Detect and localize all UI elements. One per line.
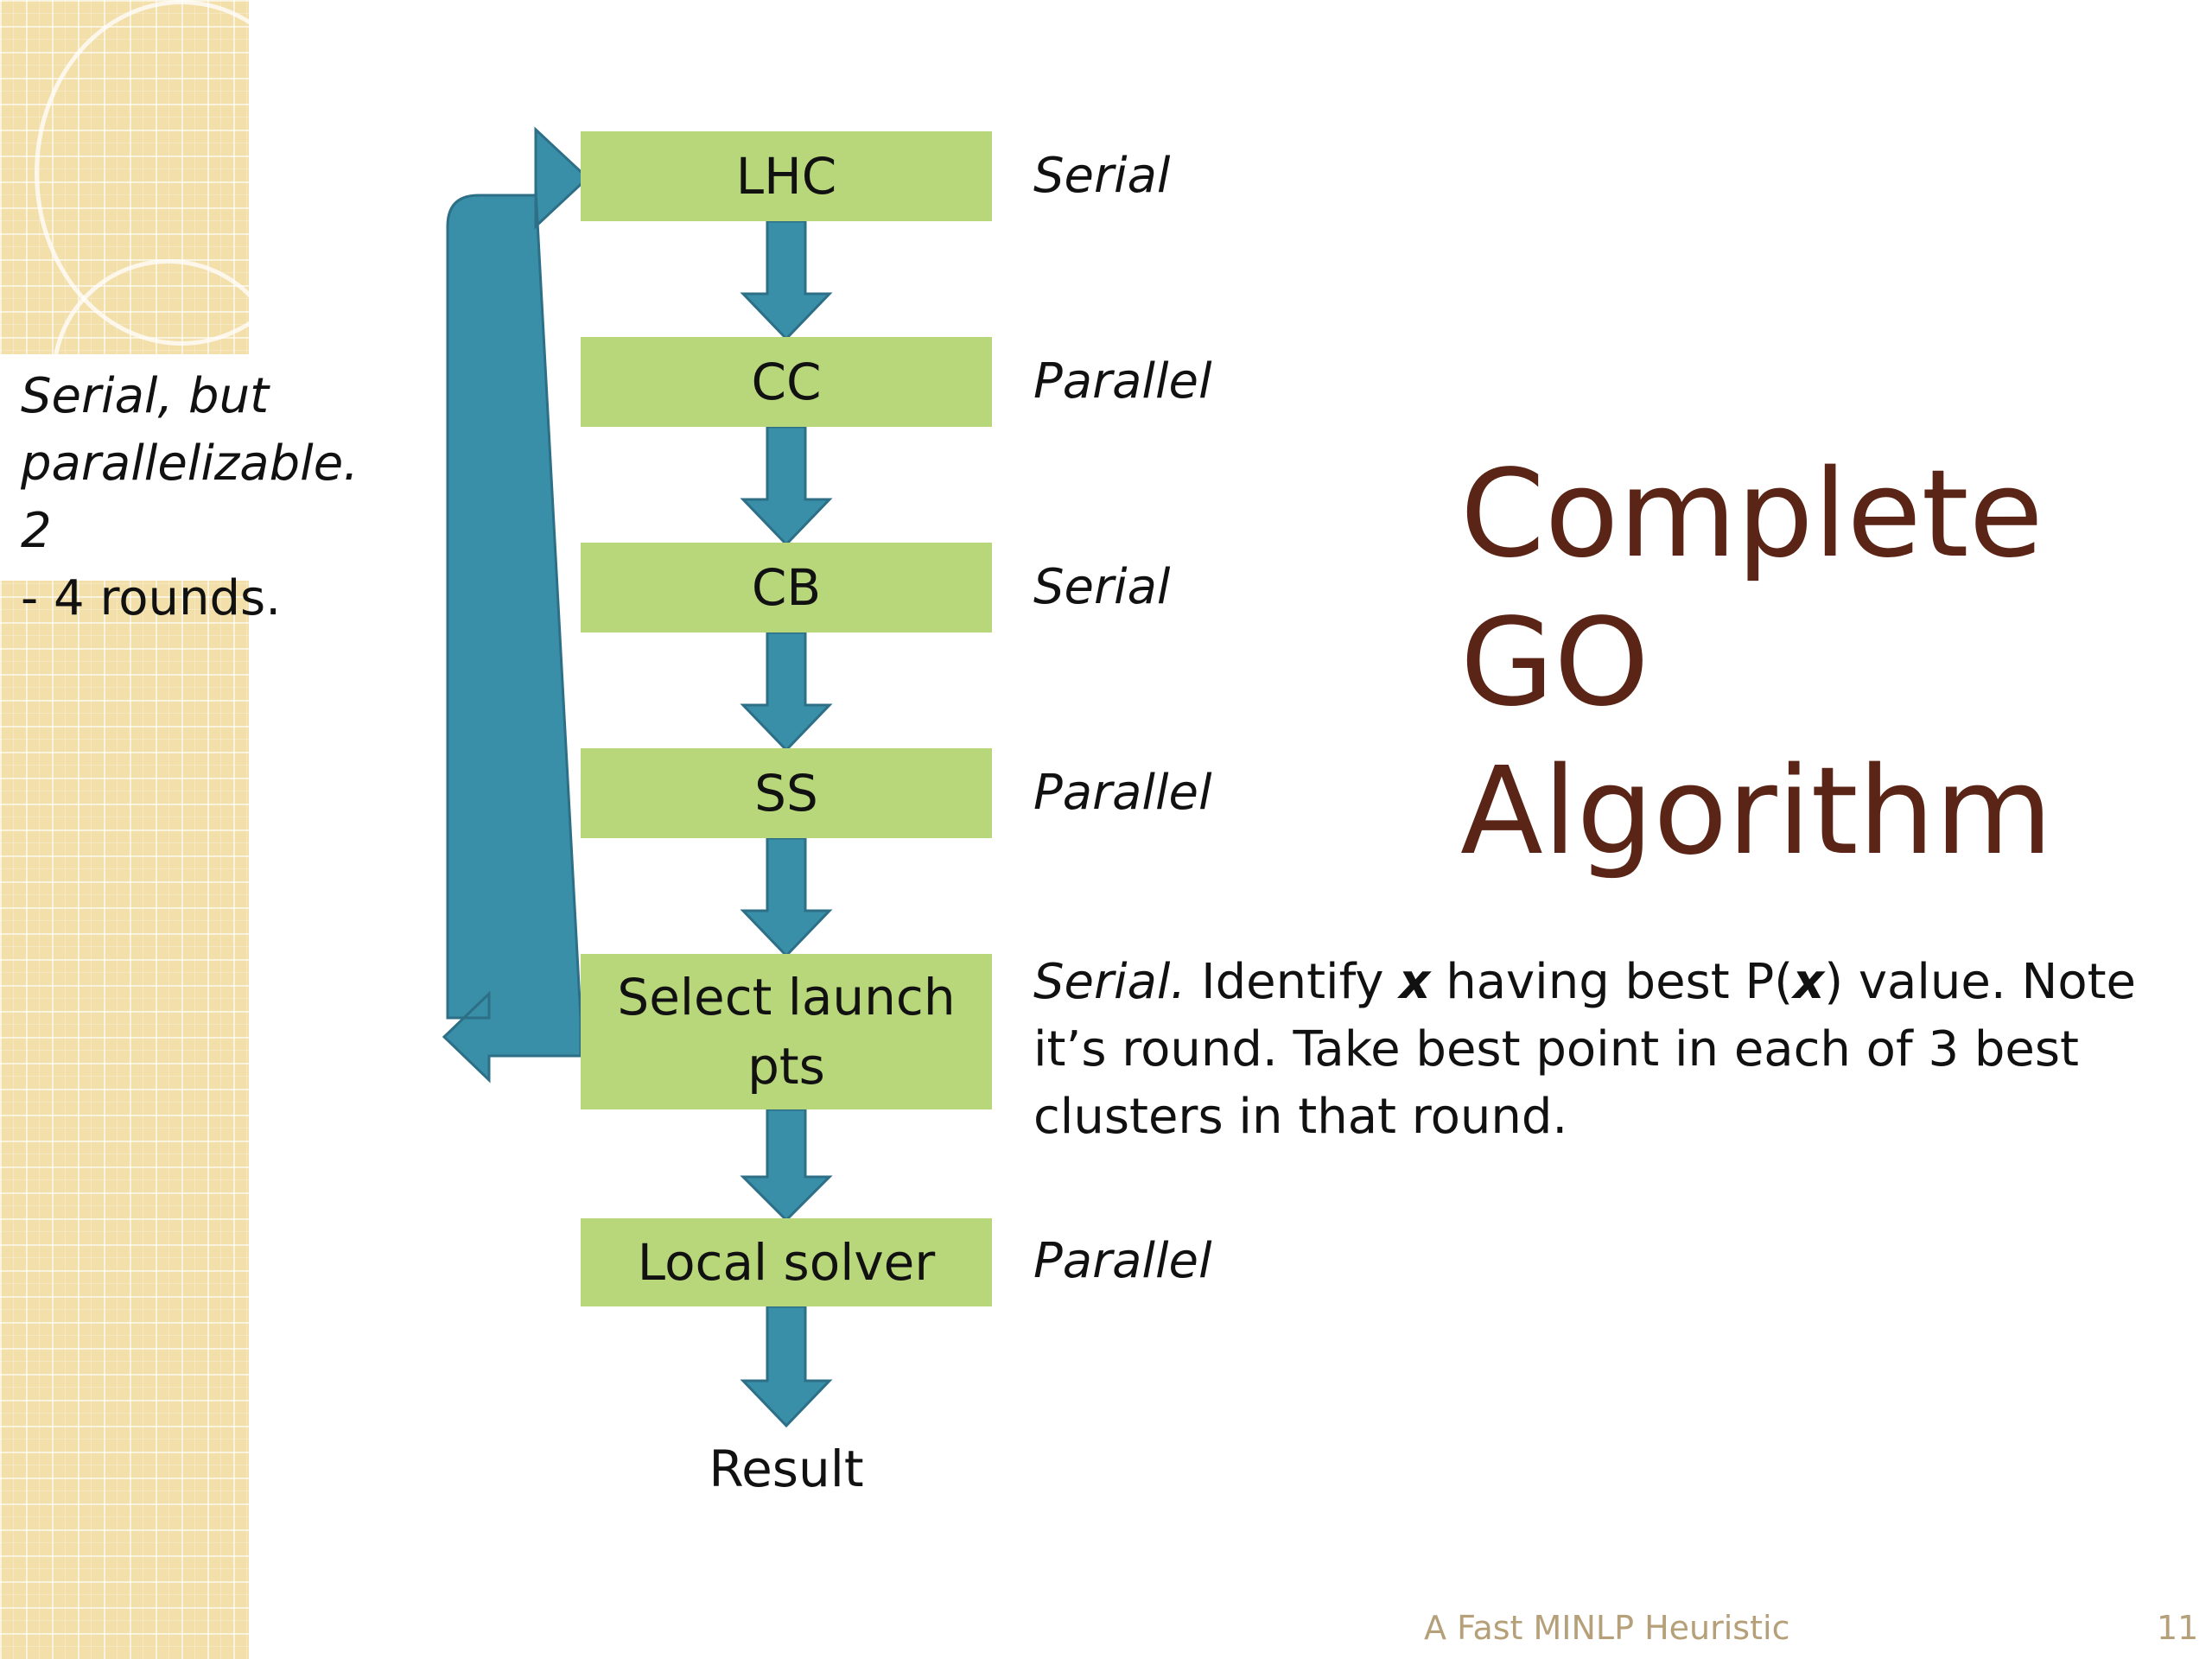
mode-label-ss: Parallel	[1033, 765, 1212, 821]
step-label-select-line-2: pts	[747, 1037, 825, 1096]
select-note-part-1: Identify	[1201, 954, 1400, 1010]
decorative-sidebar	[0, 0, 328, 1659]
mode-label-cb: Serial	[1033, 559, 1171, 615]
step-box-cc: CC	[581, 337, 992, 427]
down-arrow-select-local	[740, 1108, 833, 1223]
slide-title: Complete GO Algorithm	[1460, 441, 2186, 887]
step-label-select-line-1: Select launch	[617, 968, 956, 1027]
down-arrow-ss-select	[740, 836, 833, 958]
side-note-line-2: parallelizable. 2	[21, 435, 359, 559]
step-label-local-solver: Local solver	[637, 1233, 936, 1292]
down-arrow-local-result	[740, 1305, 833, 1428]
step-label-ss: SS	[754, 764, 818, 823]
step-box-ss: SS	[581, 748, 992, 838]
result-label: Result	[709, 1440, 864, 1498]
mode-label-cc: Parallel	[1033, 353, 1212, 410]
side-note-line-3: - 4 rounds.	[21, 570, 281, 626]
step-label-cc: CC	[751, 353, 822, 411]
side-note-line-1: Serial, but	[21, 368, 270, 424]
select-note-mode: Serial.	[1033, 954, 1186, 1010]
down-arrow-cc-cb	[740, 425, 833, 547]
side-note-background	[0, 354, 363, 581]
loop-side-note: Serial, but parallelizable. 2 - 4 rounds…	[21, 363, 366, 632]
select-note-part-3: ) value. Note it’s round. Take best poin…	[1033, 954, 2137, 1145]
slide-title-line-1: Complete	[1460, 444, 2044, 585]
select-note-var-1: x	[1399, 954, 1431, 1010]
select-note-part-2: having best P(	[1430, 954, 1794, 1010]
mode-label-local-solver: Parallel	[1033, 1233, 1212, 1289]
step-box-select-launch-pts: Select launch pts	[581, 954, 992, 1109]
select-step-note: Serial. Identify x having best P(x) valu…	[1033, 949, 2148, 1151]
step-box-local-solver: Local solver	[581, 1218, 992, 1306]
step-box-cb: CB	[581, 543, 992, 632]
loop-back-arrow	[442, 126, 590, 1084]
footer-title: A Fast MINLP Heuristic	[1424, 1609, 1790, 1647]
select-note-var-2: x	[1793, 954, 1825, 1010]
step-label-lhc: LHC	[735, 147, 837, 206]
down-arrow-cb-ss	[740, 631, 833, 753]
mode-label-lhc: Serial	[1033, 148, 1171, 204]
page-number: 11	[2157, 1609, 2199, 1647]
down-arrow-lhc-cc	[740, 219, 833, 341]
slide-title-line-2: GO Algorithm	[1460, 593, 2053, 882]
step-label-cb: CB	[751, 558, 822, 617]
step-box-lhc: LHC	[581, 131, 992, 221]
